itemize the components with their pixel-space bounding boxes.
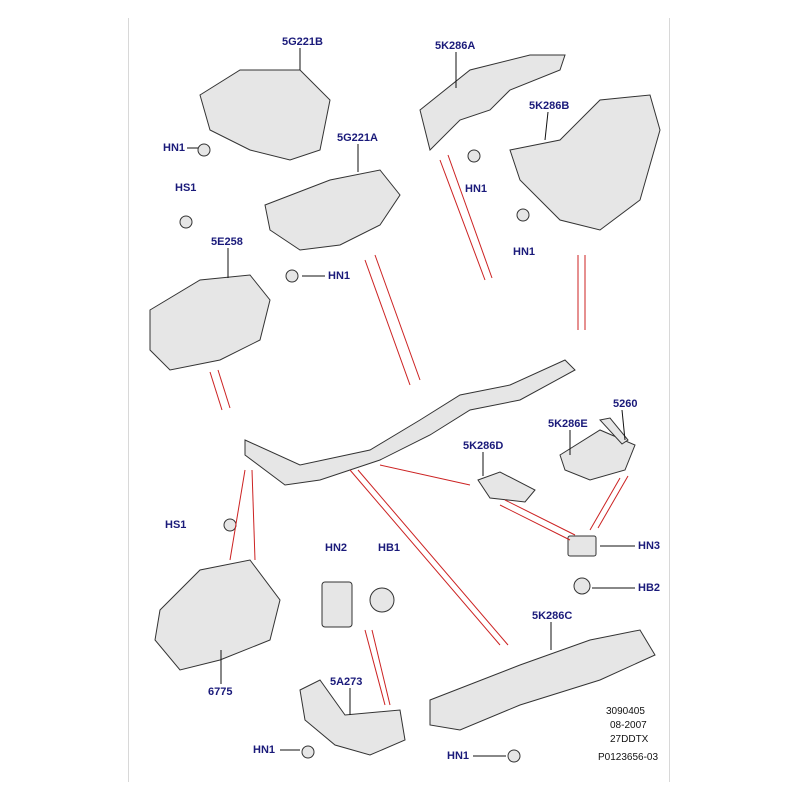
label-5G221B: 5G221B	[282, 36, 323, 48]
diagram-model: 27DDTX	[610, 734, 649, 745]
label-HN1-f: HN1	[447, 750, 470, 762]
nut-HN1-f	[507, 749, 521, 763]
bolt-HB2	[573, 577, 591, 595]
bolt-HB1	[369, 587, 395, 613]
heat-shield-5E258	[149, 274, 271, 371]
label-HB1: HB1	[378, 542, 401, 554]
label-HN1-d: HN1	[328, 270, 351, 282]
heat-shield-5K286E	[559, 429, 636, 481]
bracket-5260	[599, 417, 629, 445]
heat-shield-5K286A	[419, 54, 566, 151]
label-5K286C: 5K286C	[532, 610, 573, 622]
label-5A273: 5A273	[330, 676, 363, 688]
label-HS1-a: HS1	[175, 182, 197, 194]
label-HN2: HN2	[325, 542, 348, 554]
label-5K286B: 5K286B	[529, 100, 570, 112]
label-6775: 6775	[208, 686, 233, 698]
label-HN1-b: HN1	[465, 183, 488, 195]
label-5E258: 5E258	[211, 236, 243, 248]
screw-HS1-bottom	[223, 518, 237, 532]
heat-shield-5G221B	[199, 69, 331, 161]
diagram-code: 3090405	[606, 706, 645, 717]
label-HS1-b: HS1	[165, 519, 187, 531]
nut-HN1-d	[285, 269, 299, 283]
label-HB2: HB2	[638, 582, 661, 594]
heat-shield-5A273	[299, 679, 406, 756]
nut-HN1-b	[467, 149, 481, 163]
label-5K286D: 5K286D	[463, 440, 504, 452]
label-HN3: HN3	[638, 540, 661, 552]
nut-HN1-a	[197, 143, 211, 157]
label-HN1-e: HN1	[253, 744, 276, 756]
diagram-ref: P0123656-03	[598, 752, 659, 763]
heat-shield-5K286C	[429, 629, 656, 731]
heat-shield-5G221A	[264, 169, 401, 251]
heat-shield-5K286D	[477, 471, 536, 503]
label-HN1-a: HN1	[163, 142, 186, 154]
heat-shield-5K286B	[509, 94, 661, 231]
label-5K286A: 5K286A	[435, 40, 476, 52]
nut-HN3	[567, 535, 597, 557]
nut-HN1-c	[516, 208, 530, 222]
exhaust-pipe-assembly	[244, 359, 576, 486]
clip-HN2	[321, 581, 353, 628]
label-5K286E: 5K286E	[548, 418, 588, 430]
screw-HS1-top	[179, 215, 193, 229]
diagram-date: 08-2007	[610, 720, 647, 731]
nut-HN1-e	[301, 745, 315, 759]
label-5260: 5260	[613, 398, 638, 410]
heat-shield-6775	[154, 559, 281, 671]
label-5G221A: 5G221A	[337, 132, 378, 144]
label-HN1-c: HN1	[513, 246, 536, 258]
